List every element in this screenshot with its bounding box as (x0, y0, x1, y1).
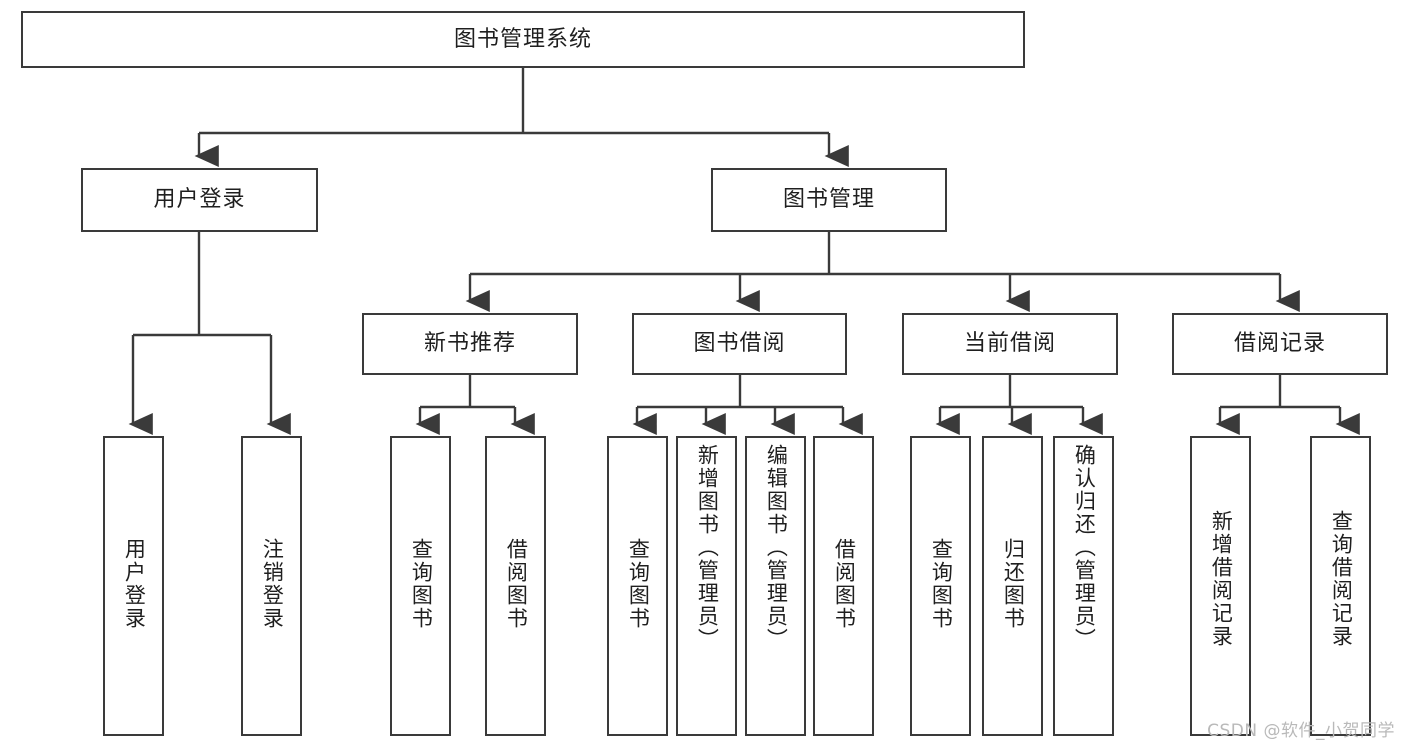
node-book-borrow-label: 图书借阅 (693, 331, 786, 357)
node-leaf-query-borrow-record[interactable]: 查询借阅记录 (1310, 436, 1371, 736)
node-leaf-user-login[interactable]: 用户登录 (103, 436, 164, 736)
node-leaf-query-book[interactable]: 查询图书 (607, 436, 668, 736)
node-root-label: 图书管理系统 (453, 26, 592, 52)
node-user-login[interactable]: 用户登录 (81, 168, 318, 232)
csdn-watermark: CSDN @软件_小贺同学 (1207, 721, 1395, 741)
node-leaf-confirm-return-admin[interactable]: 确认归还（管理员） (1053, 436, 1114, 736)
node-user-login-label: 用户登录 (153, 187, 246, 213)
node-leaf-user-logout-label: 注销登录 (260, 538, 285, 630)
node-leaf-user-logout[interactable]: 注销登录 (241, 436, 302, 736)
node-leaf-return-book-label: 归还图书 (1001, 538, 1026, 630)
node-leaf-borrow-book-new[interactable]: 借阅图书 (485, 436, 546, 736)
node-leaf-add-book-admin[interactable]: 新增图书（管理员） (676, 436, 737, 736)
node-root[interactable]: 图书管理系统 (21, 11, 1025, 68)
node-leaf-query-borrow-record-label: 查询借阅记录 (1329, 510, 1354, 648)
node-leaf-query-book-cur-label: 查询图书 (929, 538, 954, 630)
node-borrow-record[interactable]: 借阅记录 (1172, 313, 1388, 375)
node-leaf-borrow-book-label: 借阅图书 (832, 538, 857, 630)
node-leaf-add-borrow-record-label: 新增借阅记录 (1209, 510, 1234, 648)
node-borrow-record-label: 借阅记录 (1233, 331, 1326, 357)
node-new-book-recommend-label: 新书推荐 (423, 331, 516, 357)
node-book-manage[interactable]: 图书管理 (711, 168, 947, 232)
node-leaf-query-book-new-label: 查询图书 (409, 538, 434, 630)
node-book-borrow[interactable]: 图书借阅 (632, 313, 847, 375)
node-current-borrow-label: 当前借阅 (963, 331, 1056, 357)
node-leaf-return-book[interactable]: 归还图书 (982, 436, 1043, 736)
node-leaf-add-borrow-record[interactable]: 新增借阅记录 (1190, 436, 1251, 736)
node-new-book-recommend[interactable]: 新书推荐 (362, 313, 578, 375)
node-leaf-edit-book-admin-label: 编辑图书（管理员） (764, 444, 789, 651)
node-leaf-add-book-admin-label: 新增图书（管理员） (695, 444, 720, 651)
node-leaf-query-book-cur[interactable]: 查询图书 (910, 436, 971, 736)
node-leaf-query-book-label: 查询图书 (626, 538, 651, 630)
node-book-manage-label: 图书管理 (782, 187, 875, 213)
node-current-borrow[interactable]: 当前借阅 (902, 313, 1118, 375)
node-leaf-borrow-book[interactable]: 借阅图书 (813, 436, 874, 736)
node-leaf-query-book-new[interactable]: 查询图书 (390, 436, 451, 736)
node-leaf-user-login-label: 用户登录 (122, 538, 147, 630)
node-leaf-confirm-return-admin-label: 确认归还（管理员） (1072, 444, 1097, 651)
node-leaf-edit-book-admin[interactable]: 编辑图书（管理员） (745, 436, 806, 736)
node-leaf-borrow-book-new-label: 借阅图书 (504, 538, 529, 630)
